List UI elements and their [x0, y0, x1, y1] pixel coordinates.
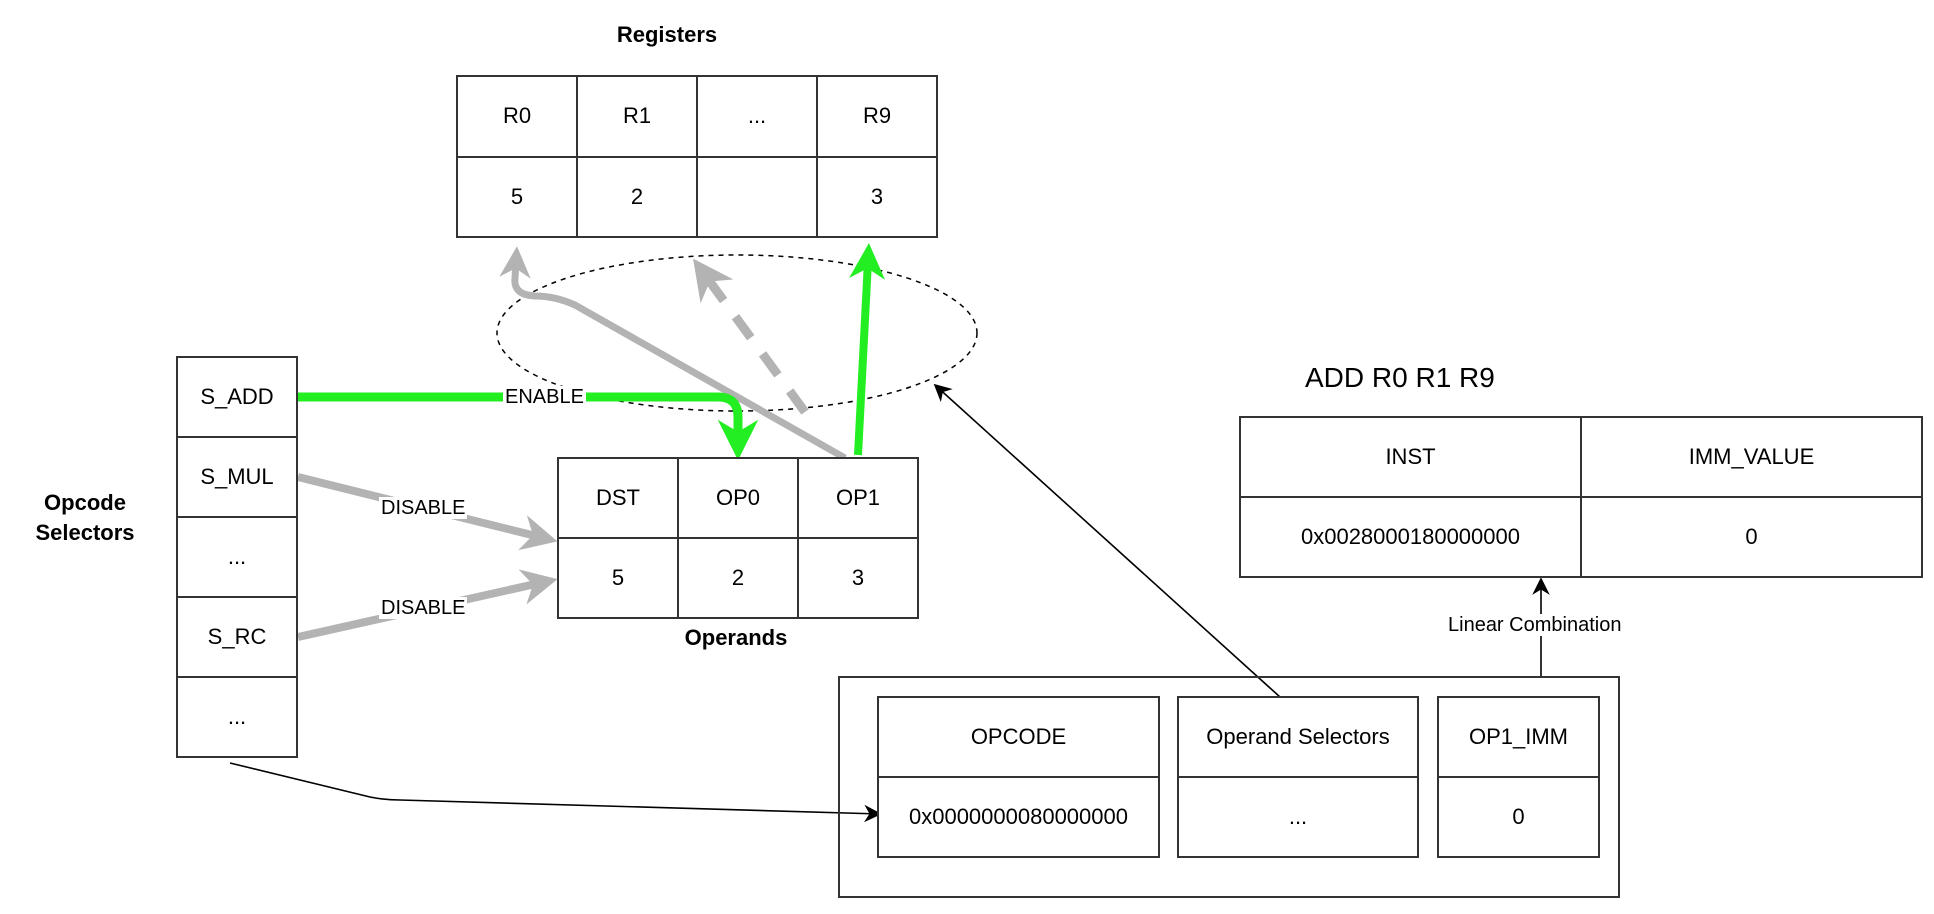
instruction-header-inst: INST — [1241, 418, 1582, 498]
instruction-title: ADD R0 R1 R9 — [1305, 362, 1495, 393]
opcode-selectors-title-line2: Selectors — [35, 520, 135, 545]
operand-name-dst: DST — [559, 459, 679, 539]
register-value-r0: 5 — [458, 157, 578, 238]
selectors-to-opcode-arrow — [229, 762, 882, 823]
register-name-r1: R1 — [578, 77, 698, 158]
instruction-value-imm-value: 0 — [1582, 498, 1923, 578]
opcode-header: OPCODE — [879, 698, 1160, 778]
register-value-ellipsis — [698, 157, 818, 238]
disable-mul-label: DISABLE — [379, 497, 468, 519]
op1-imm-table: OP1_IMM 0 — [1437, 696, 1600, 858]
opcode-value: 0x0000000080000000 — [879, 778, 1160, 858]
opcode-selectors-list: S_ADD S_MUL ... S_RC ... — [176, 356, 298, 758]
operand-selectors-value: ... — [1179, 778, 1419, 858]
opcode-selectors-title: Opcode Selectors — [20, 488, 150, 548]
encoding-container — [838, 676, 1620, 898]
linear-combination-label: Linear Combination — [1446, 614, 1624, 636]
op1-imm-value: 0 — [1439, 778, 1600, 858]
operand-selectors-header: Operand Selectors — [1179, 698, 1419, 778]
register-name-r0: R0 — [458, 77, 578, 158]
operand-value-dst: 5 — [559, 539, 679, 619]
op1-imm-header: OP1_IMM — [1439, 698, 1600, 778]
operand-name-op1: OP1 — [799, 459, 919, 539]
registers-title: Registers — [616, 22, 718, 47]
op0-to-r1-dashed-arrow — [693, 258, 809, 415]
opcode-table: OPCODE 0x0000000080000000 — [877, 696, 1160, 858]
register-name-r9: R9 — [818, 77, 938, 158]
register-value-r9: 3 — [818, 157, 938, 238]
selector-ellipsis-1: ... — [178, 518, 298, 598]
opcode-selectors-title-line1: Opcode — [44, 490, 126, 515]
selector-ellipsis-2: ... — [178, 678, 298, 758]
register-name-ellipsis: ... — [698, 77, 818, 158]
operands-title: Operands — [684, 625, 788, 650]
register-value-r1: 2 — [578, 157, 698, 238]
operand-value-op1: 3 — [799, 539, 919, 619]
selector-s-mul: S_MUL — [178, 438, 298, 518]
operand-name-op0: OP0 — [679, 459, 799, 539]
disable-rc-label: DISABLE — [379, 597, 468, 619]
op1-to-r9-active-arrow — [849, 243, 886, 456]
instruction-value-inst: 0x0028000180000000 — [1241, 498, 1582, 578]
operands-table: DST OP0 OP1 5 2 3 — [557, 457, 919, 619]
registers-table: R0 R1 ... R9 5 2 3 — [456, 75, 938, 238]
op1-to-r0-inactive-arrow — [499, 246, 847, 462]
enable-label: ENABLE — [503, 386, 586, 408]
selectors-to-ellipse-arrow — [933, 383, 1281, 698]
operand-value-op0: 2 — [679, 539, 799, 619]
selector-s-add: S_ADD — [178, 358, 298, 438]
selector-s-rc: S_RC — [178, 598, 298, 678]
instruction-header-imm-value: IMM_VALUE — [1582, 418, 1923, 498]
enable-arrow — [298, 392, 759, 461]
operand-selectors-table: Operand Selectors ... — [1177, 696, 1419, 858]
instruction-table: INST IMM_VALUE 0x0028000180000000 0 — [1239, 416, 1923, 578]
register-select-ellipse — [496, 254, 978, 412]
